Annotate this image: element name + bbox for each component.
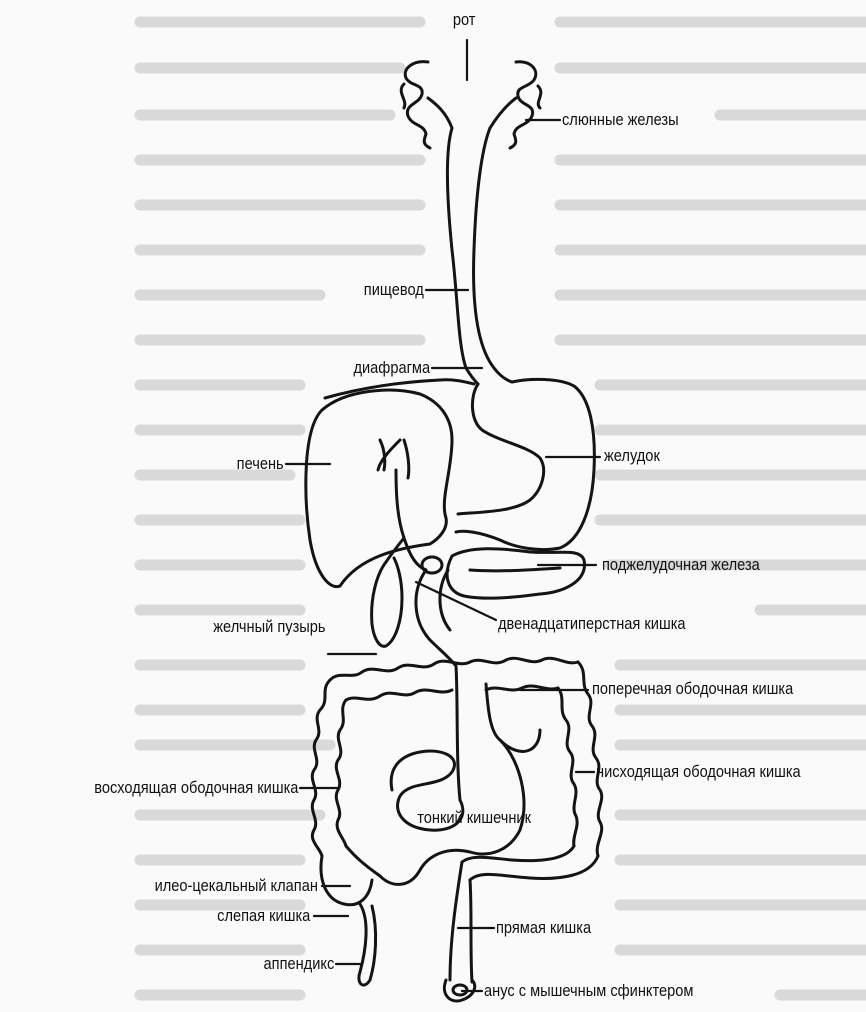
label-ileocecal-valve: илео-цекальный клапан bbox=[155, 876, 318, 896]
label-diaphragm: диафрагма bbox=[353, 358, 430, 378]
rectum-left bbox=[450, 862, 462, 980]
appendix bbox=[359, 904, 376, 985]
label-ascending-colon: восходящая ободочная кишка bbox=[94, 778, 298, 798]
ascending-colon-inner bbox=[336, 700, 346, 846]
rectum-right bbox=[470, 880, 472, 982]
stomach-inner bbox=[458, 384, 544, 514]
label-esophagus: пищевод bbox=[364, 280, 424, 300]
label-salivary-glands: слюнные железы bbox=[562, 110, 679, 130]
bile-duct-common bbox=[396, 470, 426, 570]
label-pancreas: поджелудочная железа bbox=[602, 555, 760, 575]
label-appendix: аппендикс bbox=[263, 954, 334, 974]
label-cecum: слепая кишка bbox=[217, 906, 310, 926]
label-descending-colon: нисходящая ободочная кишка bbox=[596, 762, 801, 782]
jejunum-right bbox=[486, 684, 540, 751]
label-stomach: желудок bbox=[604, 446, 660, 466]
label-liver: печень bbox=[237, 454, 284, 474]
label-mouth: рот bbox=[453, 10, 476, 30]
esophagus-top-right bbox=[490, 98, 516, 128]
salivary-gland-right-outer bbox=[538, 86, 541, 108]
pancreas-duct bbox=[470, 568, 560, 571]
label-duodenum: двенадцатиперстная кишка bbox=[498, 614, 686, 634]
descending-colon-inner bbox=[558, 688, 577, 846]
pancreas bbox=[447, 549, 584, 598]
gallbladder bbox=[372, 558, 402, 646]
label-rectum: прямая кишка bbox=[496, 918, 591, 938]
leader-duodenum bbox=[416, 582, 496, 620]
salivary-gland-left-outer bbox=[401, 84, 405, 108]
ileocecal-junction bbox=[346, 846, 380, 876]
label-small-intestine: тонкий кишечник bbox=[417, 808, 531, 828]
sigmoid-colon bbox=[462, 846, 598, 880]
transverse-colon-top bbox=[330, 658, 578, 680]
esophagus-top-left bbox=[428, 98, 452, 128]
jejunum-left bbox=[456, 666, 460, 800]
duodenal-papilla bbox=[422, 557, 442, 573]
ascending-colon-outer bbox=[312, 680, 330, 856]
stomach-outer bbox=[456, 379, 594, 549]
salivary-gland-left bbox=[405, 62, 430, 148]
transverse-colon-bottom bbox=[346, 686, 558, 700]
esophagus-right-wall bbox=[474, 128, 512, 382]
bile-duct-2 bbox=[404, 440, 409, 478]
label-gallbladder: желчный пузырь bbox=[214, 617, 326, 637]
salivary-gland-right bbox=[510, 62, 536, 148]
label-anus: анус с мышечным сфинктером bbox=[484, 981, 693, 1001]
label-transverse-colon: поперечная ободочная кишка bbox=[592, 679, 793, 699]
